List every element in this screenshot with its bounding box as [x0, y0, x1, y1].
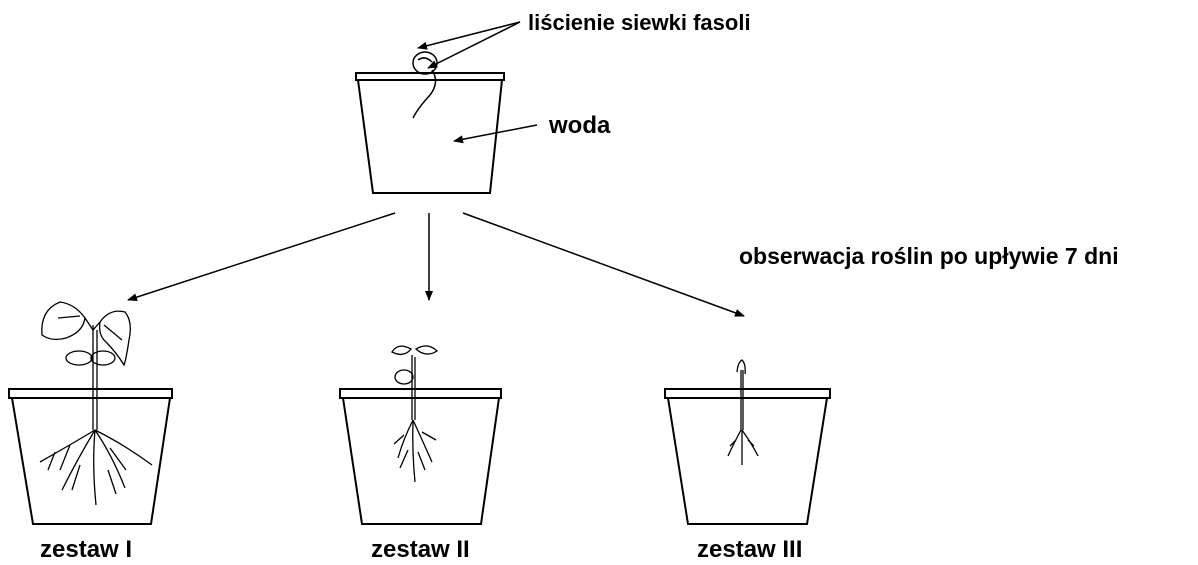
plant-set-1 [39, 301, 153, 506]
set-3-label: zestaw III [697, 536, 803, 563]
plant-set-3 [727, 359, 759, 465]
distribution-arrows [127, 212, 745, 317]
pot-set-2 [339, 388, 502, 525]
initial-seedling [412, 51, 438, 119]
set-2-label: zestaw II [371, 536, 470, 563]
pot-set-3 [664, 388, 831, 525]
water-pointer-arrow [453, 124, 538, 144]
pot-set-1 [8, 388, 173, 525]
set-1-label: zestaw I [40, 536, 133, 563]
cotyledons-pointer-arrows [417, 21, 521, 69]
water-label: woda [549, 112, 611, 139]
initial-container [355, 72, 505, 194]
observation-label: obserwacja roślin po upływie 7 dni [739, 243, 1119, 269]
plant-set-2 [391, 345, 439, 483]
cotyledons-label: liścienie siewki fasoli [528, 10, 751, 35]
